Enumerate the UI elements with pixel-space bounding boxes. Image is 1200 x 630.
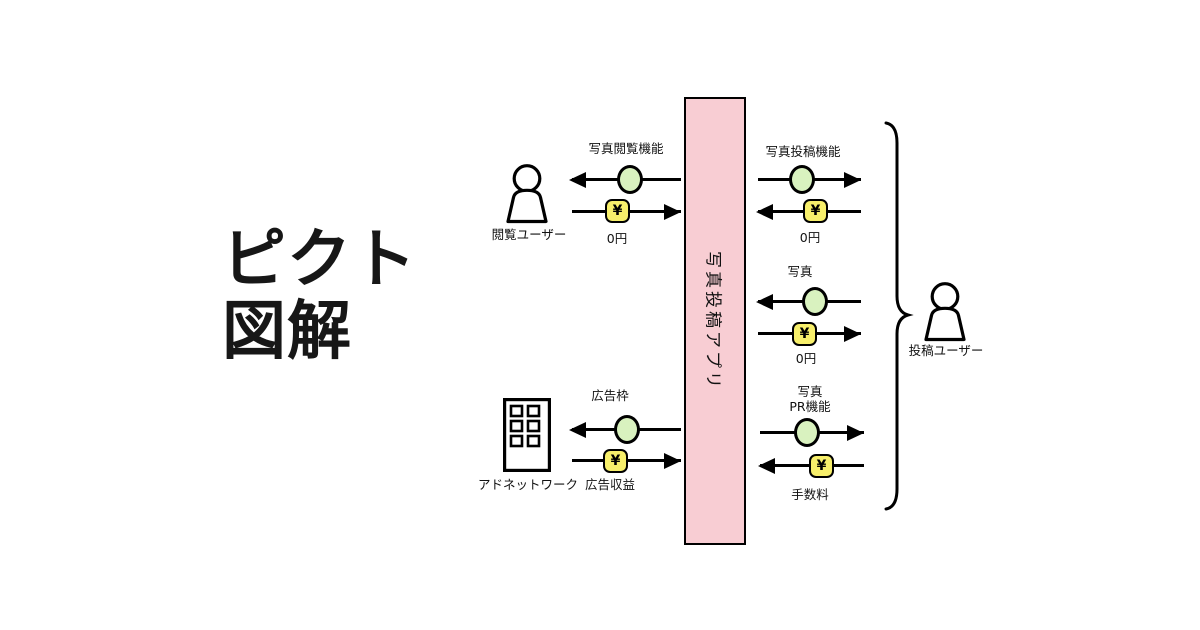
- post-feature-label: 写真投稿機能: [765, 144, 841, 159]
- view-feature-node-icon: [617, 165, 643, 194]
- poster-group-brace-icon: [884, 121, 914, 511]
- pr-feature-label-line1: 写真: [797, 384, 823, 399]
- page-title: ピクト 図解: [222, 224, 417, 368]
- post-payment-arrowhead-left-icon: [756, 204, 773, 220]
- view-payment-arrowhead-right-icon: [664, 204, 681, 220]
- app-name-label: 写真投稿アプリ: [702, 251, 723, 391]
- post-payment-label: 0円: [799, 230, 821, 245]
- ad-feature-node-icon: [614, 415, 640, 444]
- post-feature-node-icon: [789, 165, 815, 194]
- ad-network-label: アドネットワーク: [477, 477, 579, 492]
- view-feature-arrowhead-left-icon: [569, 172, 586, 188]
- pr-feature-arrowhead-right-icon: [847, 425, 864, 441]
- pr-feature-label-line2: PR機能: [789, 399, 831, 414]
- page-title-line1: ピクト: [222, 223, 417, 297]
- ad-feature-label: 広告枠: [591, 388, 629, 403]
- poster-person-icon: [924, 282, 966, 342]
- ad-payment-label: 広告収益: [584, 477, 636, 492]
- viewer-person-icon: [506, 164, 548, 224]
- pr-feature-label: 写真 PR機能: [789, 384, 830, 414]
- ad-payment-yen-node-icon: ¥: [603, 449, 628, 473]
- pr-payment-yen-node-icon: ¥: [809, 454, 834, 478]
- pr-payment-arrowhead-left-icon: [758, 458, 775, 474]
- ad-payment-arrowhead-right-icon: [664, 453, 681, 469]
- ad-feature-arrowhead-left-icon: [569, 422, 586, 438]
- post-payment-yen-node-icon: ¥: [803, 199, 828, 223]
- view-feature-label: 写真閲覧機能: [588, 141, 664, 156]
- pr-payment-label: 手数料: [791, 487, 829, 502]
- app-box: 写真投稿アプリ: [684, 97, 746, 545]
- page-title-line2: 図解: [222, 295, 352, 369]
- view-payment-yen-node-icon: ¥: [605, 199, 630, 223]
- photo-feature-arrowhead-left-icon: [756, 294, 773, 310]
- pr-feature-node-icon: [794, 418, 820, 447]
- poster-label: 投稿ユーザー: [908, 343, 984, 358]
- view-payment-label: 0円: [606, 231, 628, 246]
- photo-payment-label: 0円: [795, 351, 817, 366]
- photo-payment-arrowhead-right-icon: [844, 326, 861, 342]
- viewer-label: 閲覧ユーザー: [491, 227, 567, 242]
- photo-payment-yen-node-icon: ¥: [792, 322, 817, 346]
- photo-feature-node-icon: [802, 287, 828, 316]
- ad-network-building-icon: [503, 398, 551, 472]
- post-feature-arrowhead-right-icon: [844, 172, 861, 188]
- photo-feature-label: 写真: [787, 264, 813, 279]
